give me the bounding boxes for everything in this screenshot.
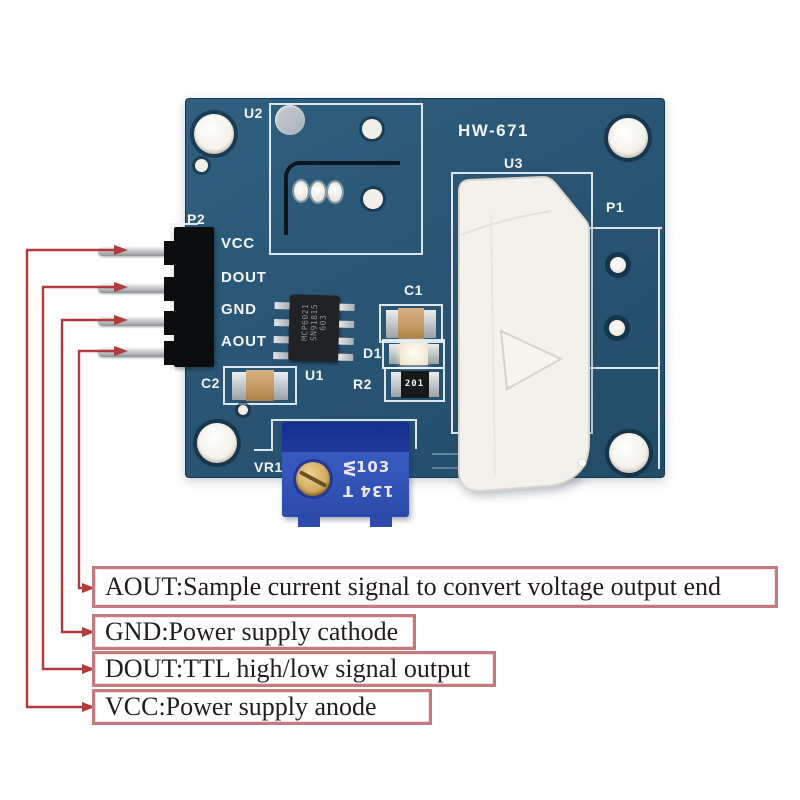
ic-marking: MCP6021 SN91815 603 [300,303,328,342]
header-tooth [164,341,178,365]
ref-label-r2: R2 [353,376,372,392]
board-model-label: HW-671 [458,121,530,140]
pin-dout [98,284,184,293]
solder-pad [294,181,308,201]
solder-pad [328,182,342,202]
silkscreen-line [584,367,660,369]
pot-marking-bottom: 134 T [342,482,394,500]
ic-lead [273,335,289,344]
pin-header [164,227,214,367]
ref-label-u2: U2 [244,105,263,121]
annotation-text-vcc: VCC:Power supply anode [105,692,377,721]
mounting-hole-bottom-right [609,433,649,473]
ref-label-vr1: VR1 [254,459,283,475]
ref-label-u3: U3 [504,155,523,171]
silkscreen-line [271,419,273,451]
silkscreen-line [415,419,417,449]
pin-gnd [98,317,184,326]
pcb-board: U2 HW-671 U3 P1 P2 VCC DOUT GND AOUT [98,98,665,527]
ic-lead [338,337,354,346]
through-hole-pad [362,119,382,139]
current-sensor-u3 [449,173,597,499]
ic-lead [339,320,355,329]
pin-label-dout: DOUT [221,269,267,286]
ic-lead [274,318,290,327]
ic-lead [274,301,290,310]
annotation-box-dout: DOUT:TTL high/low signal output [92,651,496,687]
potentiometer-foot [298,515,320,527]
u2-silkscreen-box [269,103,423,255]
pin-aout [98,348,184,357]
capacitor-c2 [223,366,297,405]
silkscreen-line [170,223,198,225]
header-tooth [164,241,178,265]
annotation-box-gnd: GND:Power supply cathode [92,614,416,650]
ic-lead [338,353,354,362]
annotation-text-dout: DOUT:TTL high/low signal output [105,654,471,683]
annotation-text-gnd: GND:Power supply cathode [105,617,399,646]
mounting-hole-top-right [608,118,648,158]
callout-line-aout [77,349,124,590]
solder-pad [311,182,325,202]
p1-pad [605,252,631,278]
header-tooth [164,277,178,301]
silkscreen-line [584,227,662,229]
annotation-box-aout: AOUT:Sample current signal to convert vo… [92,566,778,608]
ic-u1: MCP6021 SN91815 603 [273,294,355,362]
through-hole-pad [363,189,383,209]
via-hole [195,159,208,172]
silkscreen-line [254,449,271,451]
pcb-trace [284,161,400,235]
potentiometer-screw [296,462,330,496]
pin-label-aout: AOUT [221,333,267,350]
ref-label-p1: P1 [606,199,625,215]
via-hole [238,405,248,415]
capacitor-c1 [379,304,443,343]
resistor-r2: 201 [384,367,445,402]
resistor-code: 201 [404,379,425,390]
mounting-hole-top-left [194,114,234,154]
p1-pad [604,315,630,341]
potentiometer-foot [370,515,392,527]
annotation-box-vcc: VCC:Power supply anode [92,689,432,725]
ic-lead [273,351,289,360]
silkscreen-line [658,227,660,469]
callout-line-dout [41,285,124,671]
led-d1 [382,339,445,369]
pin-label-vcc: VCC [221,235,256,252]
ref-label-u1: U1 [305,367,324,383]
ref-label-c1: C1 [404,282,423,298]
pot-marking-top: 103 [356,458,391,476]
pin-vcc [98,247,184,256]
mounting-hole-bottom-left [197,423,237,463]
ic-lead [339,303,355,312]
header-tooth [164,311,178,335]
annotation-text-aout: AOUT:Sample current signal to convert vo… [105,572,722,601]
silkscreen-line [271,419,417,421]
pin-label-gnd: GND [221,301,257,318]
potentiometer-top-band [282,422,409,452]
trimmer-potentiometer-vr1: W 103 134 T [282,422,409,527]
current-sensor-body [458,175,590,493]
solder-pad [275,105,305,135]
ref-label-d1: D1 [363,345,382,361]
ref-label-c2: C2 [201,375,220,391]
